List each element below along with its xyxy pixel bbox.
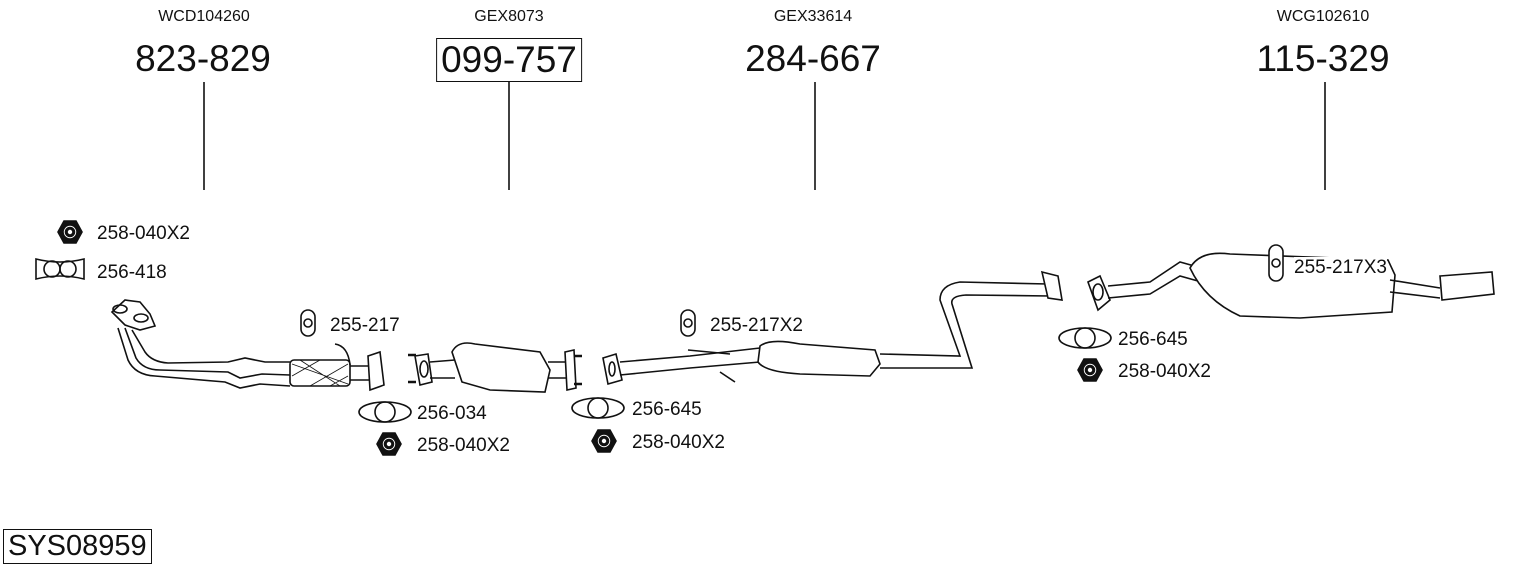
nut-icon [1077, 358, 1103, 382]
accessory-label[interactable]: 256-645 [632, 399, 702, 420]
accessory-label[interactable]: 258-040X2 [632, 432, 725, 453]
rubber-mount-icon [680, 309, 696, 337]
accessory-label[interactable]: 255-217X2 [710, 315, 803, 336]
part-number[interactable]: 115-329 [1256, 38, 1390, 79]
front-pipe [110, 299, 385, 392]
gasket-icon [358, 401, 412, 423]
nut-icon [57, 220, 83, 244]
catalytic-converter [408, 342, 582, 393]
accessory-label[interactable]: 256-418 [97, 262, 167, 283]
rubber-mount-icon [300, 309, 316, 337]
gasket-icon [35, 257, 85, 281]
rubber-mount-icon [1268, 244, 1284, 282]
accessory-label[interactable]: 255-217 [330, 315, 400, 336]
nut-icon [591, 429, 617, 453]
accessory-label[interactable]: 255-217X3 [1294, 257, 1387, 279]
oe-code: GEX8073 [474, 8, 544, 25]
oe-code: GEX33614 [773, 8, 853, 25]
part-number-highlighted[interactable]: 099-757 [436, 38, 582, 82]
accessory-label[interactable]: 256-645 [1118, 329, 1188, 350]
accessory-label[interactable]: 258-040X2 [1118, 361, 1211, 382]
part-number[interactable]: 823-829 [135, 38, 271, 79]
oe-code: WCG102610 [1276, 8, 1370, 25]
gasket-icon [571, 397, 625, 419]
accessory-label[interactable]: 256-034 [417, 403, 487, 424]
system-code: SYS08959 [3, 529, 152, 564]
part-number[interactable]: 284-667 [745, 38, 881, 79]
rear-silencer [1087, 252, 1495, 319]
nut-icon [376, 432, 402, 456]
oe-code: WCD104260 [158, 8, 250, 25]
middle-pipe [602, 270, 1063, 386]
accessory-label[interactable]: 258-040X2 [417, 435, 510, 456]
accessory-label[interactable]: 258-040X2 [97, 223, 190, 244]
gasket-icon [1058, 327, 1112, 349]
